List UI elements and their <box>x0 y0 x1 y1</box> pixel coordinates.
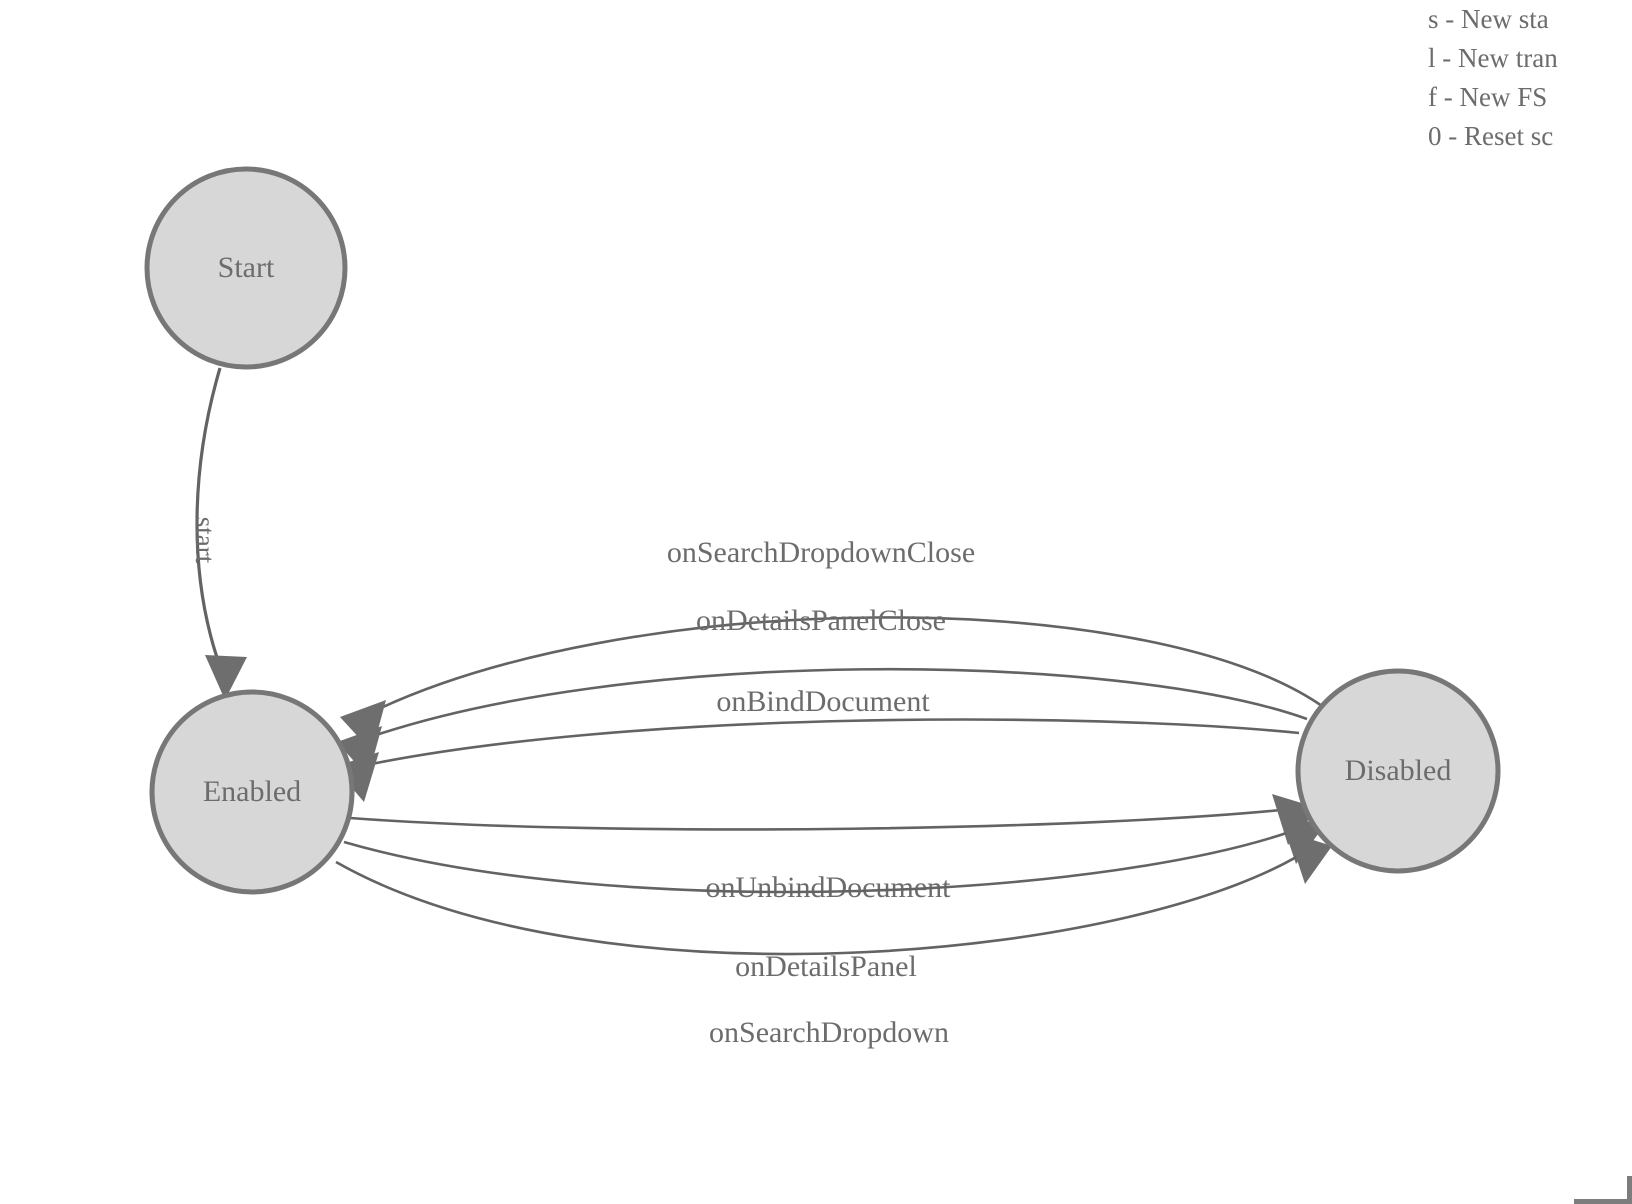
edge-on-search-dropdown-close-path[interactable] <box>359 616 1323 720</box>
node-enabled[interactable]: Enabled <box>149 689 355 895</box>
node-disabled-label: Disabled <box>1345 754 1452 787</box>
edge-on-search-dropdown-path[interactable] <box>335 844 1315 956</box>
node-enabled-label: Enabled <box>203 775 301 808</box>
edge-start-label: start <box>190 517 220 564</box>
node-start[interactable]: Start <box>144 166 348 370</box>
edge-on-bind-document-path[interactable] <box>351 718 1300 770</box>
edge-on-search-dropdown-close[interactable]: onSearchDropdownClose <box>340 536 1323 752</box>
edge-on-search-dropdown-close-label: onSearchDropdownClose <box>667 536 975 569</box>
node-start-circle[interactable] <box>144 166 348 370</box>
edge-on-bind-document-label: onBindDocument <box>716 685 930 718</box>
node-enabled-circle[interactable] <box>149 689 355 895</box>
edge-on-details-panel-close-path[interactable] <box>355 667 1308 744</box>
edge-on-search-dropdown[interactable]: onSearchDropdown <box>335 832 1332 1049</box>
node-disabled-circle[interactable] <box>1295 668 1501 874</box>
edge-on-details-panel-close-label: onDetailsPanelClose <box>696 604 946 637</box>
edge-on-search-dropdown-label: onSearchDropdown <box>709 1016 949 1049</box>
edge-on-unbind-document-label: onUnbindDocument <box>706 871 952 904</box>
edge-on-search-dropdown-arrowhead <box>1288 832 1332 884</box>
edge-on-details-panel-label: onDetailsPanel <box>735 950 917 983</box>
node-start-label: Start <box>218 251 275 284</box>
help-legend-line-new-state: s - New sta <box>1428 4 1549 34</box>
edge-on-unbind-document[interactable]: onUnbindDocument <box>349 794 1318 904</box>
node-disabled[interactable]: Disabled <box>1295 668 1501 874</box>
edge-on-bind-document[interactable]: onBindDocument <box>334 685 1300 802</box>
help-legend-line-new-fsm: f - New FS <box>1428 82 1548 112</box>
help-legend-line-reset: 0 - Reset sc <box>1428 121 1554 151</box>
edge-on-unbind-document-path[interactable] <box>349 806 1301 831</box>
edge-start-arrowhead <box>205 655 247 700</box>
help-legend: s - New sta l - New tran f - New FS 0 - … <box>1428 0 1632 156</box>
edge-start-path[interactable] <box>195 367 224 673</box>
edge-start[interactable]: start <box>190 367 247 700</box>
edge-on-details-panel-path[interactable] <box>343 824 1307 894</box>
resize-corner-icon[interactable] <box>1574 1176 1632 1204</box>
help-legend-line-new-transition: l - New tran <box>1428 43 1558 73</box>
